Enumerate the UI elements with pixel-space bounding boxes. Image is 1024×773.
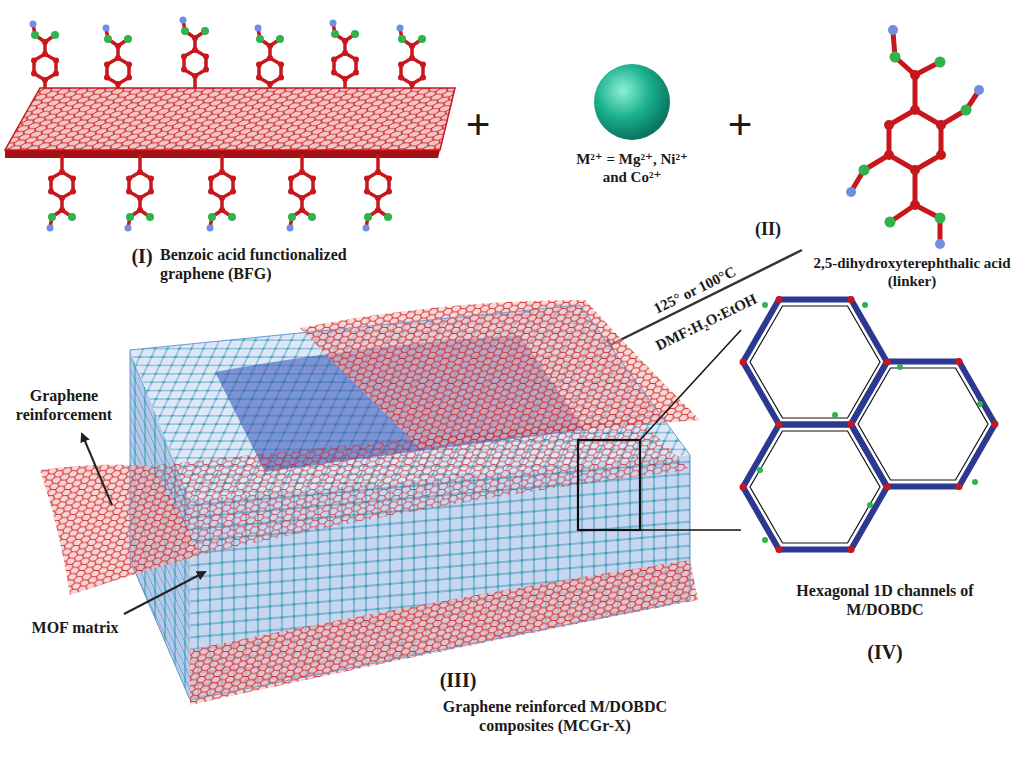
callout-label: MOF matrix: [32, 618, 119, 637]
panel-number: (III): [440, 668, 477, 692]
metal-ion-sphere: [594, 64, 670, 140]
zoom-line: [640, 330, 741, 440]
panel-number: (IV): [867, 640, 903, 664]
zoom-box: [578, 440, 640, 530]
bfg-sheet: [5, 17, 455, 232]
composite-block: [40, 300, 700, 705]
panel-number: (I): [131, 244, 152, 268]
component-name: Benzoic acid functionalized graphene (BF…: [160, 245, 400, 283]
reaction-arrow: [600, 250, 802, 350]
plus-sign: +: [465, 99, 490, 152]
hexagonal-channels: [740, 296, 999, 553]
component-name: Hexagonal 1D channels of M/DOBDC: [765, 581, 1005, 619]
leader-arrow: [124, 572, 205, 614]
component-name: Graphene reinforced M/DOBDC composites (…: [410, 697, 700, 735]
component-name: M²⁺ = Mg²⁺, Ni²⁺ and Co²⁺: [573, 150, 691, 186]
linker-molecule: [846, 25, 984, 249]
leader-arrow: [82, 434, 112, 505]
panel-number: (II): [755, 219, 781, 241]
callout-label: Graphene reinforcement: [4, 386, 124, 424]
component-name: 2,5-dihydroxyterephthalic acid (linker): [810, 254, 1015, 290]
plus-sign: +: [727, 99, 752, 152]
zoom-line: [640, 529, 741, 531]
